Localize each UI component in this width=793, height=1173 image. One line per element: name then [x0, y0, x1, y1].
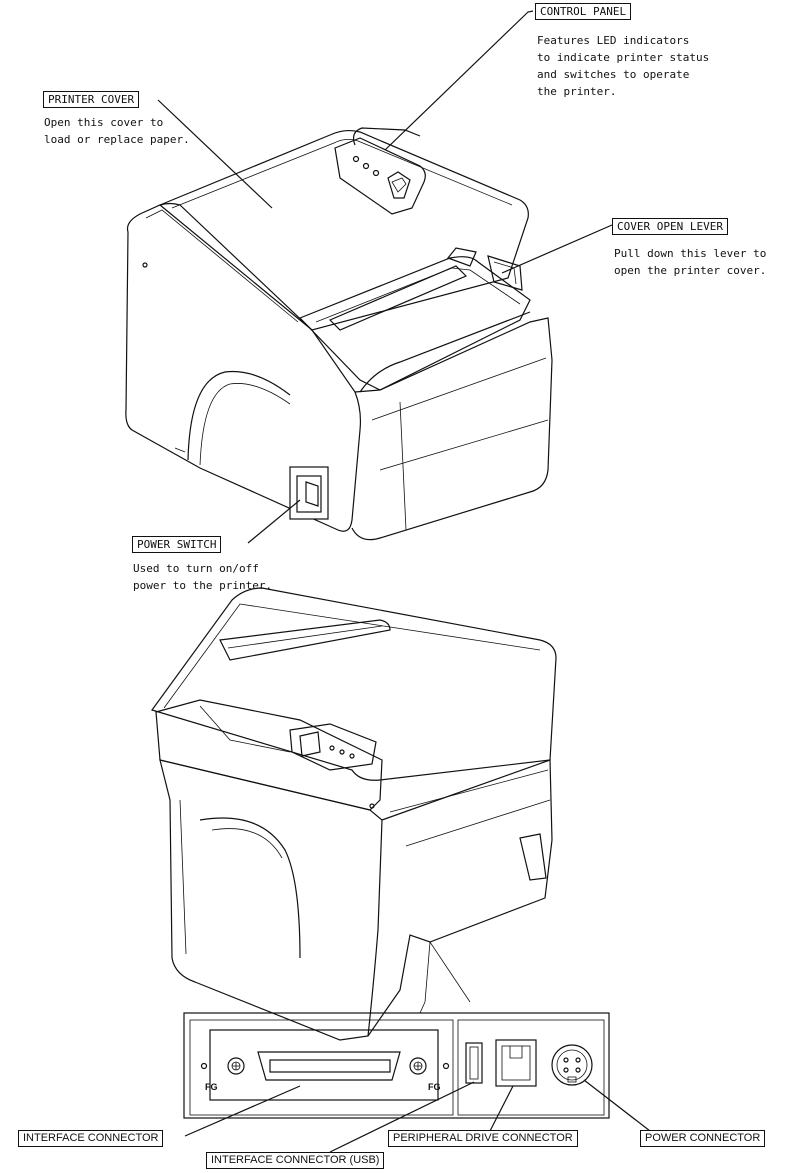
fg-mark-right: FG [428, 1082, 441, 1092]
leader-lines [157, 10, 651, 1153]
power-connector-label: POWER CONNECTOR [640, 1130, 766, 1147]
power-switch-label: POWER SWITCH [132, 536, 222, 553]
cover-open-lever-description: Pull down this lever to open the printer… [614, 247, 767, 277]
fg-mark-left: FG [205, 1082, 218, 1092]
printer-cover-description: Open this cover to load or replace paper… [44, 116, 190, 146]
interface-connector-usb-label: INTERFACE CONNECTOR (USB) [206, 1152, 385, 1169]
cover-open-lever-label: COVER OPEN LEVER [612, 218, 728, 235]
printer-front-view [125, 127, 553, 541]
connector-panel [183, 940, 610, 1119]
interface-connector-label: INTERFACE CONNECTOR [18, 1130, 164, 1147]
control-panel-description: Features LED indicators to indicate prin… [537, 34, 710, 98]
power-switch-description: Used to turn on/off power to the printer… [133, 562, 273, 592]
control-panel-label: CONTROL PANEL [535, 3, 632, 20]
printer-rear-view [151, 587, 557, 1041]
peripheral-drive-connector-label: PERIPHERAL DRIVE CONNECTOR [388, 1130, 578, 1147]
printer-cover-label: PRINTER COVER [43, 91, 140, 108]
